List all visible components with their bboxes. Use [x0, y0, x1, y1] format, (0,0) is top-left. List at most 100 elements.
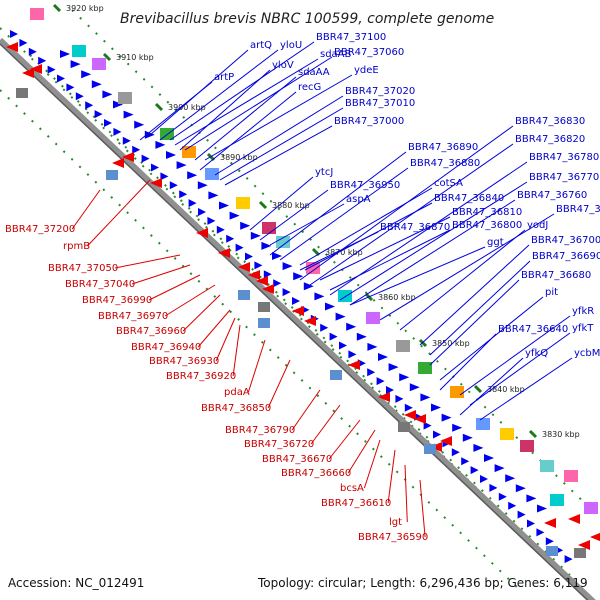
forward-gene-arrow[interactable]: [433, 430, 441, 439]
forward-gene-arrow[interactable]: [263, 270, 272, 279]
reverse-gene-arrow[interactable]: [304, 316, 316, 326]
forward-gene-arrow[interactable]: [123, 110, 134, 119]
forward-gene-arrow[interactable]: [229, 211, 240, 220]
forward-gene-arrow[interactable]: [166, 151, 176, 159]
gene-label-forward[interactable]: BBR47_36690: [532, 251, 600, 262]
forward-gene-arrow[interactable]: [134, 120, 145, 129]
gene-label-reverse[interactable]: lgt: [389, 517, 402, 528]
reverse-gene-arrow[interactable]: [262, 284, 274, 294]
forward-gene-arrow[interactable]: [113, 100, 123, 109]
forward-gene-arrow[interactable]: [517, 510, 526, 519]
gene-label-forward[interactable]: BBR47_37020: [345, 86, 415, 97]
gene-label-reverse[interactable]: BBR47_36720: [244, 439, 314, 450]
forward-gene-arrow[interactable]: [386, 386, 394, 394]
forward-gene-arrow[interactable]: [91, 80, 102, 89]
gene-label-reverse[interactable]: BBR47_36960: [116, 326, 186, 337]
forward-gene-arrow[interactable]: [461, 457, 470, 466]
forward-gene-arrow[interactable]: [404, 403, 413, 412]
feature-box[interactable]: [182, 146, 196, 158]
forward-gene-arrow[interactable]: [494, 464, 505, 473]
gene-label-reverse[interactable]: BBR47_36930: [149, 356, 219, 367]
reverse-gene-arrow[interactable]: [440, 436, 452, 446]
forward-gene-arrow[interactable]: [250, 231, 261, 240]
gene-label-forward[interactable]: ydeE: [354, 65, 379, 76]
forward-gene-arrow[interactable]: [508, 501, 517, 510]
forward-gene-arrow[interactable]: [527, 519, 535, 528]
forward-gene-arrow[interactable]: [94, 110, 103, 119]
forward-gene-arrow[interactable]: [176, 161, 187, 170]
forward-gene-arrow[interactable]: [81, 70, 92, 79]
reverse-gene-arrow[interactable]: [404, 410, 416, 420]
forward-gene-arrow[interactable]: [169, 181, 178, 190]
gene-label-forward[interactable]: yfkQ: [525, 348, 548, 359]
forward-gene-arrow[interactable]: [545, 537, 554, 546]
gene-label-forward[interactable]: BBR47_36820: [515, 134, 585, 145]
forward-gene-arrow[interactable]: [240, 221, 251, 230]
forward-gene-arrow[interactable]: [66, 83, 75, 92]
feature-box[interactable]: [396, 340, 410, 352]
reverse-gene-arrow[interactable]: [256, 276, 268, 286]
forward-gene-arrow[interactable]: [219, 201, 229, 210]
forward-gene-arrow[interactable]: [273, 279, 282, 288]
forward-gene-arrow[interactable]: [208, 191, 219, 200]
feature-box[interactable]: [450, 386, 464, 398]
reverse-gene-arrow[interactable]: [112, 158, 124, 168]
forward-gene-arrow[interactable]: [452, 423, 463, 432]
feature-box[interactable]: [205, 168, 219, 180]
gene-label-reverse[interactable]: BBR47_36610: [321, 498, 391, 509]
feature-box[interactable]: [398, 422, 410, 432]
gene-label-forward[interactable]: yloU: [280, 40, 302, 51]
forward-gene-arrow[interactable]: [57, 74, 65, 83]
gene-label-reverse[interactable]: pdaA: [224, 387, 250, 398]
feature-box[interactable]: [258, 302, 270, 312]
gene-label-forward[interactable]: artQ: [250, 40, 272, 51]
forward-gene-arrow[interactable]: [367, 342, 378, 351]
feature-box[interactable]: [330, 370, 342, 380]
feature-box[interactable]: [476, 418, 490, 430]
gene-label-reverse[interactable]: BBR47_36790: [225, 425, 295, 436]
forward-gene-arrow[interactable]: [356, 332, 367, 341]
gene-label-forward[interactable]: yfkT: [572, 323, 594, 334]
forward-gene-arrow[interactable]: [399, 373, 410, 382]
forward-gene-arrow[interactable]: [367, 368, 376, 377]
feature-box[interactable]: [550, 494, 564, 506]
reverse-gene-arrow[interactable]: [6, 42, 18, 52]
reverse-gene-arrow[interactable]: [196, 228, 208, 238]
forward-gene-arrow[interactable]: [282, 288, 291, 297]
feature-box[interactable]: [92, 58, 106, 70]
forward-gene-arrow[interactable]: [10, 30, 18, 38]
forward-gene-arrow[interactable]: [179, 190, 188, 199]
forward-gene-arrow[interactable]: [314, 292, 325, 301]
forward-gene-arrow[interactable]: [132, 145, 141, 154]
forward-gene-arrow[interactable]: [339, 341, 347, 350]
feature-box[interactable]: [106, 170, 118, 180]
forward-gene-arrow[interactable]: [254, 261, 263, 270]
reverse-gene-arrow[interactable]: [218, 248, 230, 258]
forward-gene-arrow[interactable]: [113, 127, 122, 136]
forward-gene-arrow[interactable]: [188, 199, 197, 208]
feature-box[interactable]: [418, 362, 432, 374]
gene-label-forward[interactable]: BBR47_36680: [521, 270, 591, 281]
forward-gene-arrow[interactable]: [144, 130, 155, 139]
feature-box[interactable]: [500, 428, 514, 440]
forward-gene-arrow[interactable]: [489, 483, 498, 492]
gene-label-forward[interactable]: BBR47_36770: [529, 172, 599, 183]
feature-box[interactable]: [520, 440, 534, 452]
forward-gene-arrow[interactable]: [187, 171, 198, 180]
gene-label-forward[interactable]: BBR47_37060: [334, 47, 404, 58]
gene-label-forward[interactable]: BBR47_36870: [380, 222, 450, 233]
gene-label-forward[interactable]: ycbM: [574, 348, 600, 359]
forward-gene-arrow[interactable]: [282, 262, 293, 271]
forward-gene-arrow[interactable]: [505, 474, 516, 483]
gene-label-forward[interactable]: BBR47_36780: [529, 152, 599, 163]
reverse-gene-arrow[interactable]: [544, 518, 556, 528]
forward-gene-arrow[interactable]: [245, 252, 253, 261]
gene-label-reverse[interactable]: BBR47_36920: [166, 371, 236, 382]
forward-gene-arrow[interactable]: [261, 241, 272, 250]
forward-gene-arrow[interactable]: [537, 504, 547, 513]
forward-gene-arrow[interactable]: [198, 208, 206, 216]
reverse-gene-arrow[interactable]: [578, 540, 590, 550]
gene-label-forward[interactable]: BBR47_36840: [434, 193, 504, 204]
forward-gene-arrow[interactable]: [564, 555, 573, 564]
feature-box[interactable]: [546, 546, 558, 556]
